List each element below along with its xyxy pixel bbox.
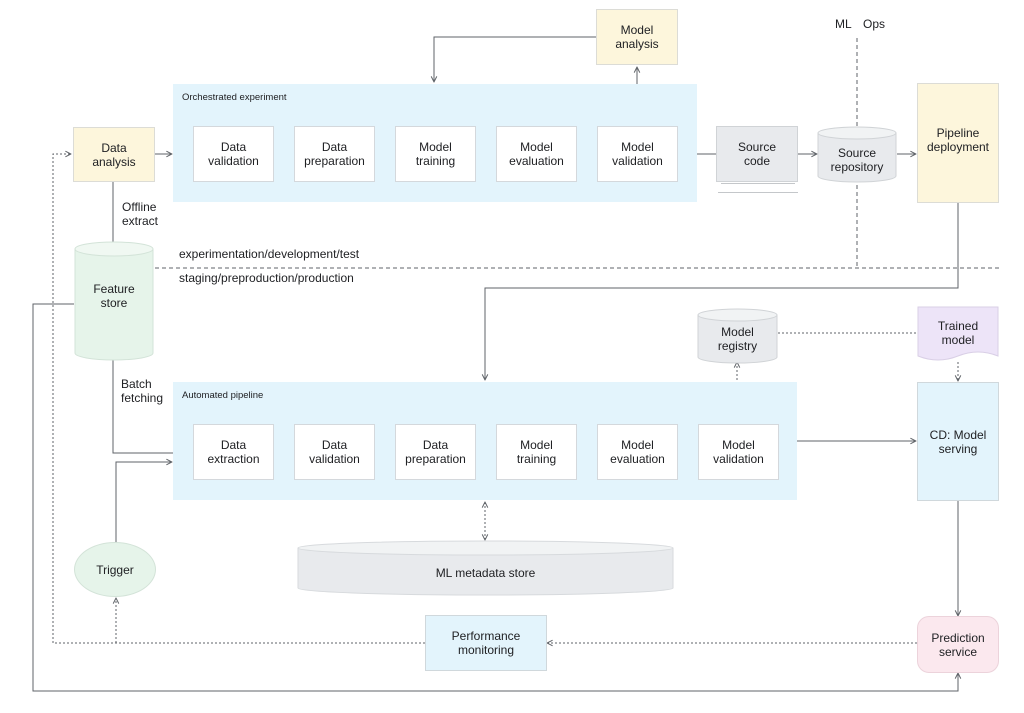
top-step-data-preparation: Data preparation	[294, 126, 375, 182]
source-repository-label: Source repository	[830, 146, 884, 174]
model-registry-label: Model registry	[717, 325, 758, 353]
bottom-step-model-validation: Model validation	[698, 424, 779, 480]
model-analysis-box: Model analysis	[596, 9, 678, 65]
arrow-monitoring-to-data-analysis	[52, 154, 425, 644]
cd-model-serving-box: CD: Model serving	[917, 382, 999, 501]
offline-extract-label: Offline extract	[122, 200, 159, 228]
trigger-node: Trigger	[74, 542, 156, 597]
arrow-analysis-to-experiment	[434, 36, 596, 82]
prediction-service-node: Prediction service	[917, 616, 999, 673]
arrow-feature-store-to-prediction	[32, 303, 958, 692]
source-repository-cylinder: Source repository	[817, 126, 897, 184]
ops-label: Ops	[863, 17, 886, 31]
bottom-step-model-training: Model training	[496, 424, 577, 480]
arrow-deployment-to-pipeline	[485, 203, 959, 380]
trained-model-document: Trained model	[917, 306, 999, 364]
top-step-model-training: Model training	[395, 126, 476, 182]
orchestrated-experiment-title: Orchestrated experiment	[182, 92, 287, 103]
automated-pipeline-panel: Automated pipeline	[173, 382, 797, 500]
pipeline-deployment-box: Pipeline deployment	[917, 83, 999, 203]
ml-metadata-store-cylinder: ML metadata store	[297, 540, 674, 596]
arrow-trigger-to-pipeline	[115, 462, 172, 543]
ml-label: ML	[835, 17, 852, 31]
batch-fetching-label: Batch fetching	[121, 377, 164, 405]
trained-model-label: Trained model	[937, 319, 979, 347]
source-code-box: Source code	[716, 126, 798, 182]
arrow-batch-fetching	[112, 360, 192, 453]
bottom-step-data-extraction: Data extraction	[193, 424, 274, 480]
ml-metadata-store-label: ML metadata store	[435, 566, 536, 580]
feature-store-label: Feature store	[93, 282, 135, 310]
top-step-data-validation: Data validation	[193, 126, 274, 182]
experimentation-label: experimentation/development/test	[179, 247, 360, 261]
data-analysis-box: Data analysis	[73, 127, 155, 182]
bottom-step-data-preparation: Data preparation	[395, 424, 476, 480]
automated-pipeline-title: Automated pipeline	[182, 390, 264, 401]
top-step-model-evaluation: Model evaluation	[496, 126, 577, 182]
staging-label: staging/preproduction/production	[179, 271, 354, 285]
bottom-step-model-evaluation: Model evaluation	[597, 424, 678, 480]
feature-store-cylinder: Feature store	[74, 241, 154, 361]
model-registry-cylinder: Model registry	[697, 308, 778, 364]
source-code-shadow-lines	[718, 184, 798, 193]
bottom-step-data-validation: Data validation	[294, 424, 375, 480]
performance-monitoring-box: Performance monitoring	[425, 615, 547, 671]
top-step-model-validation: Model validation	[597, 126, 678, 182]
